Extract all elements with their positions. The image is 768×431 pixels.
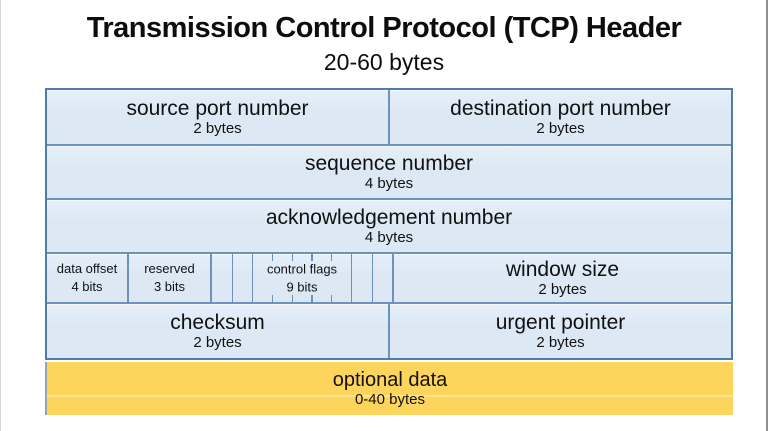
optional-data-divider-line [47, 395, 733, 397]
control-flag-bit-8 [352, 254, 373, 302]
field-checksum: checksum 2 bytes [47, 304, 388, 358]
control-flag-bit-6 [312, 254, 332, 302]
field-size: 2 bytes [536, 334, 585, 352]
field-destination-port: destination port number 2 bytes [388, 90, 731, 144]
field-reserved: reserved 3 bits [127, 254, 210, 302]
field-label: source port number [126, 96, 309, 120]
field-data-offset: data offset 4 bits [47, 254, 127, 302]
field-label: window size [505, 257, 620, 281]
field-source-port: source port number 2 bytes [47, 90, 388, 144]
control-flag-bit-4 [273, 254, 293, 302]
page-title: Transmission Control Protocol (TCP) Head… [86, 12, 682, 44]
field-size: 4 bytes [364, 175, 414, 193]
control-flag-bit-3 [253, 254, 273, 302]
field-label: optional data [332, 368, 448, 391]
field-acknowledgement-number: acknowledgement number 4 bytes [47, 200, 731, 252]
field-size: 0-40 bytes [354, 391, 426, 409]
field-label: urgent pointer [495, 310, 626, 334]
table-row-ports: source port number 2 bytes destination p… [47, 90, 731, 144]
field-label: control flags [266, 261, 338, 277]
table-row-flags: data offset 4 bits reserved 3 bits contr… [47, 252, 731, 302]
control-flags-label: control flags 9 bits [212, 260, 392, 295]
field-label: checksum [170, 310, 265, 334]
field-optional-data: optional data 0-40 bytes [45, 362, 733, 415]
table-row-sequence: sequence number 4 bytes [47, 144, 731, 198]
field-window-size: window size 2 bytes [392, 254, 731, 302]
field-size: 2 bytes [193, 334, 242, 352]
field-size: 3 bits [153, 279, 186, 294]
field-label: sequence number [304, 151, 474, 175]
slide-right-edge [766, 0, 768, 431]
field-size: 2 bytes [536, 120, 585, 138]
field-urgent-pointer: urgent pointer 2 bytes [388, 304, 731, 358]
control-flag-bit-1 [212, 254, 233, 302]
field-size: 2 bytes [538, 281, 587, 299]
field-label: reserved [144, 261, 195, 277]
field-label: acknowledgement number [265, 205, 513, 229]
control-flag-bit-2 [233, 254, 254, 302]
field-size: 9 bits [286, 279, 318, 294]
field-size: 2 bytes [193, 120, 242, 138]
table-row-checksum: checksum 2 bytes urgent pointer 2 bytes [47, 302, 731, 358]
page-subtitle: 20-60 bytes [323, 49, 445, 75]
tcp-header-table: source port number 2 bytes destination p… [45, 88, 733, 360]
field-control-flags: control flags 9 bits [210, 254, 392, 302]
slide-left-edge [0, 0, 1, 431]
control-flag-bit-5 [292, 254, 313, 302]
field-size: 4 bytes [364, 229, 414, 247]
field-sequence-number: sequence number 4 bytes [47, 146, 731, 198]
control-flag-bit-7 [331, 254, 352, 302]
field-label: destination port number [450, 96, 671, 120]
table-row-acknowledgement: acknowledgement number 4 bytes [47, 198, 731, 252]
field-size: 4 bits [71, 279, 103, 294]
field-label: data offset [56, 261, 118, 277]
